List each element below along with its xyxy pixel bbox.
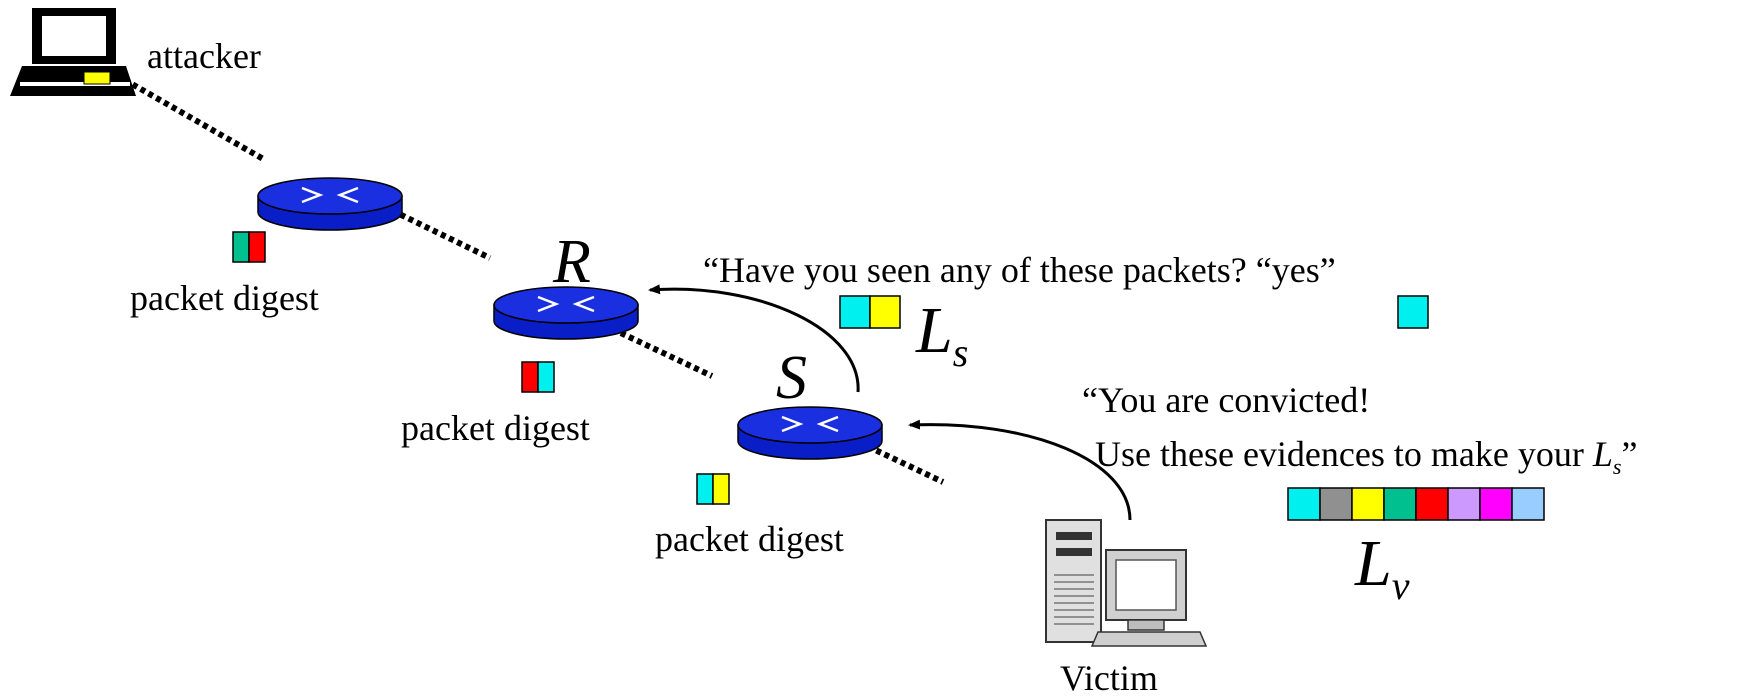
yes-reply-packet	[1397, 295, 1429, 329]
packet-cell-light_blue	[1511, 487, 1545, 521]
digest-label-r: packet digest	[401, 408, 590, 448]
query-text: “Have you seen any of these packets? “ye…	[703, 250, 1336, 290]
arrow-victim-to-s	[908, 419, 1132, 521]
link-routerR-routerS	[570, 307, 714, 379]
ls-label: Ls	[915, 294, 968, 375]
packet-cell-lavender	[1447, 487, 1481, 521]
packet-cell-red	[1415, 487, 1449, 521]
attacker-computer-icon	[10, 8, 136, 96]
router-s-icon	[737, 406, 883, 460]
packet-cell-yellow	[1351, 487, 1385, 521]
digest-router-s	[696, 473, 730, 505]
router-1-icon	[257, 177, 403, 231]
packet-cell-red	[521, 361, 539, 393]
packet-cell-cyan	[839, 295, 871, 329]
router-r-label: R	[552, 228, 591, 296]
packet-cell-red	[248, 231, 266, 263]
lv-packet-list	[1287, 487, 1545, 521]
packet-cell-cyan	[537, 361, 555, 393]
packet-cell-cyan	[1287, 487, 1321, 521]
ls-packet-list	[839, 295, 901, 329]
digest-router-r	[521, 361, 555, 393]
attacker-label: attacker	[147, 36, 261, 76]
arrow-s-to-r	[648, 284, 860, 393]
packet-cell-gray	[1319, 487, 1353, 521]
digest-router-1	[232, 231, 266, 263]
victim-computer-icon	[1045, 519, 1208, 647]
packet-cell-cyan	[1397, 295, 1429, 329]
victim-label: Victim	[1060, 658, 1158, 697]
convicted-line-2: Use these evidences to make your Ls”	[1095, 434, 1637, 479]
packet-cell-yellow	[712, 473, 730, 505]
router-s-label: S	[776, 344, 807, 412]
digest-label-s: packet digest	[655, 519, 844, 559]
router-r-icon	[493, 286, 639, 340]
lv-label: Lv	[1354, 527, 1410, 608]
packet-cell-yellow	[869, 295, 901, 329]
packet-cell-green	[232, 231, 250, 263]
link-router1-routerR	[358, 192, 492, 261]
packet-cell-magenta	[1479, 487, 1513, 521]
link-attacker-router1	[123, 77, 267, 163]
digest-label-1: packet digest	[130, 278, 319, 318]
convicted-line-1: “You are convicted!	[1082, 380, 1370, 420]
packet-cell-green	[1383, 487, 1417, 521]
packet-cell-cyan	[696, 473, 714, 505]
